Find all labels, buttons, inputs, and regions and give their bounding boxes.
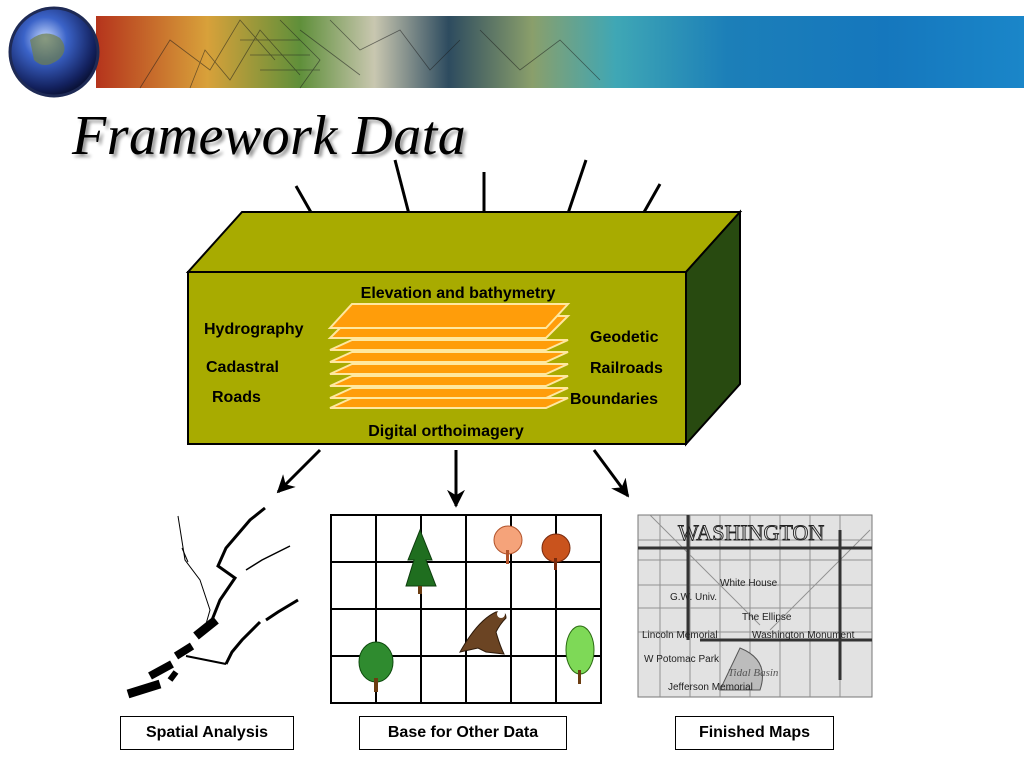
deciduous-tree-icon <box>358 641 394 692</box>
map-place-white-house: White House <box>720 578 778 589</box>
map-place-lincoln: Lincoln Memorial <box>642 630 718 641</box>
label-elevation: Elevation and bathymetry <box>361 285 556 302</box>
map-city-label: WASHINGTON <box>678 520 824 545</box>
layer-sheet-top <box>327 303 571 329</box>
map-place-potomac-park: W Potomac Park <box>644 654 720 665</box>
label-geodetic: Geodetic <box>590 329 659 346</box>
output-arrows <box>276 448 630 508</box>
caption-base-data: Base for Other Data <box>359 716 567 750</box>
label-boundaries: Boundaries <box>570 391 658 408</box>
label-hydrography: Hydrography <box>204 321 304 338</box>
header-banner <box>8 6 1024 98</box>
washington-map: WASHINGTON White House G.W. Univ. The El… <box>637 514 873 698</box>
box-top-face <box>185 211 743 273</box>
map-place-jefferson: Jefferson Memorial <box>668 682 753 693</box>
map-place-ellipse: The Ellipse <box>742 612 792 623</box>
map-place-tidal-basin: Tidal Basin <box>728 667 779 679</box>
light-tree-icon <box>565 625 595 684</box>
layer-sheet <box>329 363 569 375</box>
caption-spatial-analysis: Spatial Analysis <box>120 716 294 750</box>
slide-title: Framework Data <box>72 105 467 167</box>
layer-sheet <box>329 397 569 409</box>
label-roads: Roads <box>212 389 261 406</box>
layer-sheet <box>329 375 569 387</box>
label-railroads: Railroads <box>590 360 663 377</box>
globe-landmass <box>30 33 65 65</box>
layer-sheet <box>329 339 569 351</box>
layer-sheet <box>329 387 569 399</box>
label-orthoimagery: Digital orthoimagery <box>368 423 524 440</box>
layer-stack <box>327 303 571 409</box>
framework-box <box>185 209 743 447</box>
conifer-tree-icon <box>405 528 437 594</box>
output-arrow-left <box>276 448 322 494</box>
label-cadastral: Cadastral <box>206 359 279 376</box>
layer-sheet <box>329 351 569 363</box>
orange-tree-icon <box>493 525 523 564</box>
eagle-icon <box>459 610 507 655</box>
map-place-monument: Washington Monument <box>752 630 855 641</box>
terrain-strip <box>96 16 1024 88</box>
caption-finished-maps: Finished Maps <box>675 716 834 750</box>
spatial-analysis-graphic <box>126 506 299 699</box>
map-place-gw-univ: G.W. Univ. <box>670 592 717 603</box>
terrain-texture <box>139 19 601 89</box>
autumn-tree-icon <box>541 533 571 570</box>
output-arrow-right <box>592 449 630 498</box>
